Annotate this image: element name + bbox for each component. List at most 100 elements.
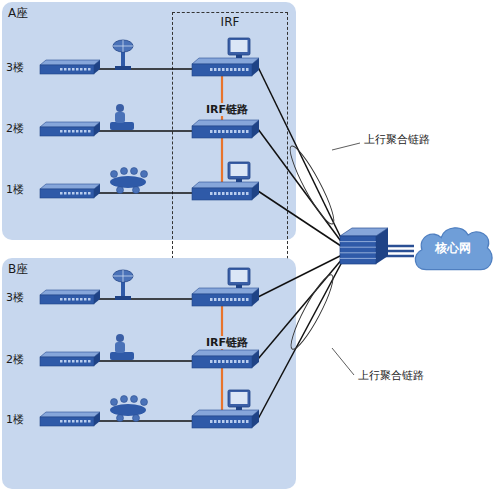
switch-port [60, 298, 63, 301]
desk [110, 122, 134, 130]
access-link [97, 192, 192, 194]
switch-port [80, 298, 83, 301]
switch-front [40, 127, 94, 136]
switch-port [218, 130, 221, 133]
switch-port [214, 298, 217, 301]
switch-port [222, 298, 225, 301]
switch-port [226, 192, 229, 195]
switch-side [94, 122, 100, 136]
switch-port [242, 298, 245, 301]
switch-port [84, 192, 87, 195]
switch-port [210, 298, 213, 301]
switch-port [64, 360, 67, 363]
switch-port [226, 360, 229, 363]
switch-port [210, 360, 213, 363]
switch-port [72, 360, 75, 363]
person-head [141, 171, 148, 178]
switch-port [60, 420, 63, 423]
monitor-stand [236, 179, 242, 182]
monitor-screen [231, 270, 248, 282]
switch-port [222, 130, 225, 133]
person-head [141, 399, 148, 406]
monitor-stand [236, 285, 242, 288]
aggregation-ellipse [284, 142, 339, 227]
switch-port [60, 68, 63, 71]
switch-top [192, 350, 259, 356]
switch-top [40, 122, 100, 127]
switch-top [192, 58, 259, 64]
switch-port [64, 420, 67, 423]
irf-link [221, 138, 223, 182]
monitor-frame [228, 162, 250, 179]
monitor-frame [228, 268, 250, 285]
switch-port [72, 420, 75, 423]
switch-port [226, 130, 229, 133]
switch-top [192, 182, 259, 188]
switch-port [218, 298, 221, 301]
floor-label: 2楼 [6, 122, 24, 135]
switch-side [252, 58, 259, 76]
link-label: IRF链路 [204, 336, 250, 349]
switch-side [94, 352, 100, 366]
floor-label: 1楼 [6, 183, 24, 196]
switch-front [192, 64, 252, 76]
aggregation-ellipse [285, 271, 339, 353]
switch-port [88, 420, 91, 423]
monitor-screen [231, 40, 248, 52]
floor-label: 3楼 [6, 291, 24, 304]
switch-front [40, 417, 94, 426]
switch-top [192, 410, 259, 416]
switch-port [218, 360, 221, 363]
switch-port [60, 192, 63, 195]
core-link [385, 250, 414, 253]
core-link [385, 245, 414, 248]
uplink [258, 191, 344, 248]
switch-port [60, 130, 63, 133]
core-slot [340, 258, 376, 259]
person-head [117, 187, 124, 194]
icon-grid [113, 270, 133, 282]
irf-link [221, 368, 223, 410]
switch-port [80, 420, 83, 423]
switch-port [64, 192, 67, 195]
server-icon [113, 40, 133, 70]
switch-port [84, 360, 87, 363]
group-title: IRF [173, 15, 287, 29]
switch-top [192, 120, 259, 126]
switch-port [88, 192, 91, 195]
access-switch [40, 60, 100, 74]
floor-label: 3楼 [6, 61, 24, 74]
switch-port [242, 130, 245, 133]
monitor-screen [231, 164, 248, 176]
irf-switch [192, 38, 259, 76]
switch-port [68, 192, 71, 195]
switch-port [234, 130, 237, 133]
switch-port [64, 68, 67, 71]
switch-port [246, 298, 249, 301]
meeting-icon [110, 168, 148, 194]
switch-port [242, 68, 245, 71]
wire-group [97, 67, 414, 421]
cloud-label: 核心网 [435, 240, 471, 257]
callout-label: 上行聚合链路 [358, 369, 424, 382]
switch-side [252, 410, 259, 428]
switch-port [68, 298, 71, 301]
switch-port [68, 68, 71, 71]
switch-port [226, 420, 229, 423]
person-head [116, 334, 124, 342]
switch-port [222, 360, 225, 363]
switch-front [192, 188, 252, 200]
switch-port [234, 68, 237, 71]
switch-side [94, 290, 100, 304]
switch-side [252, 350, 259, 368]
icon-base [115, 66, 131, 70]
network-cloud: 核心网 [411, 222, 495, 274]
access-link [97, 420, 192, 422]
switch-port [84, 420, 87, 423]
switch-port [230, 360, 233, 363]
switch-port [76, 420, 79, 423]
core-slot [340, 241, 376, 242]
person-head [121, 168, 128, 175]
switch-top [192, 288, 259, 294]
access-switch [40, 184, 100, 198]
